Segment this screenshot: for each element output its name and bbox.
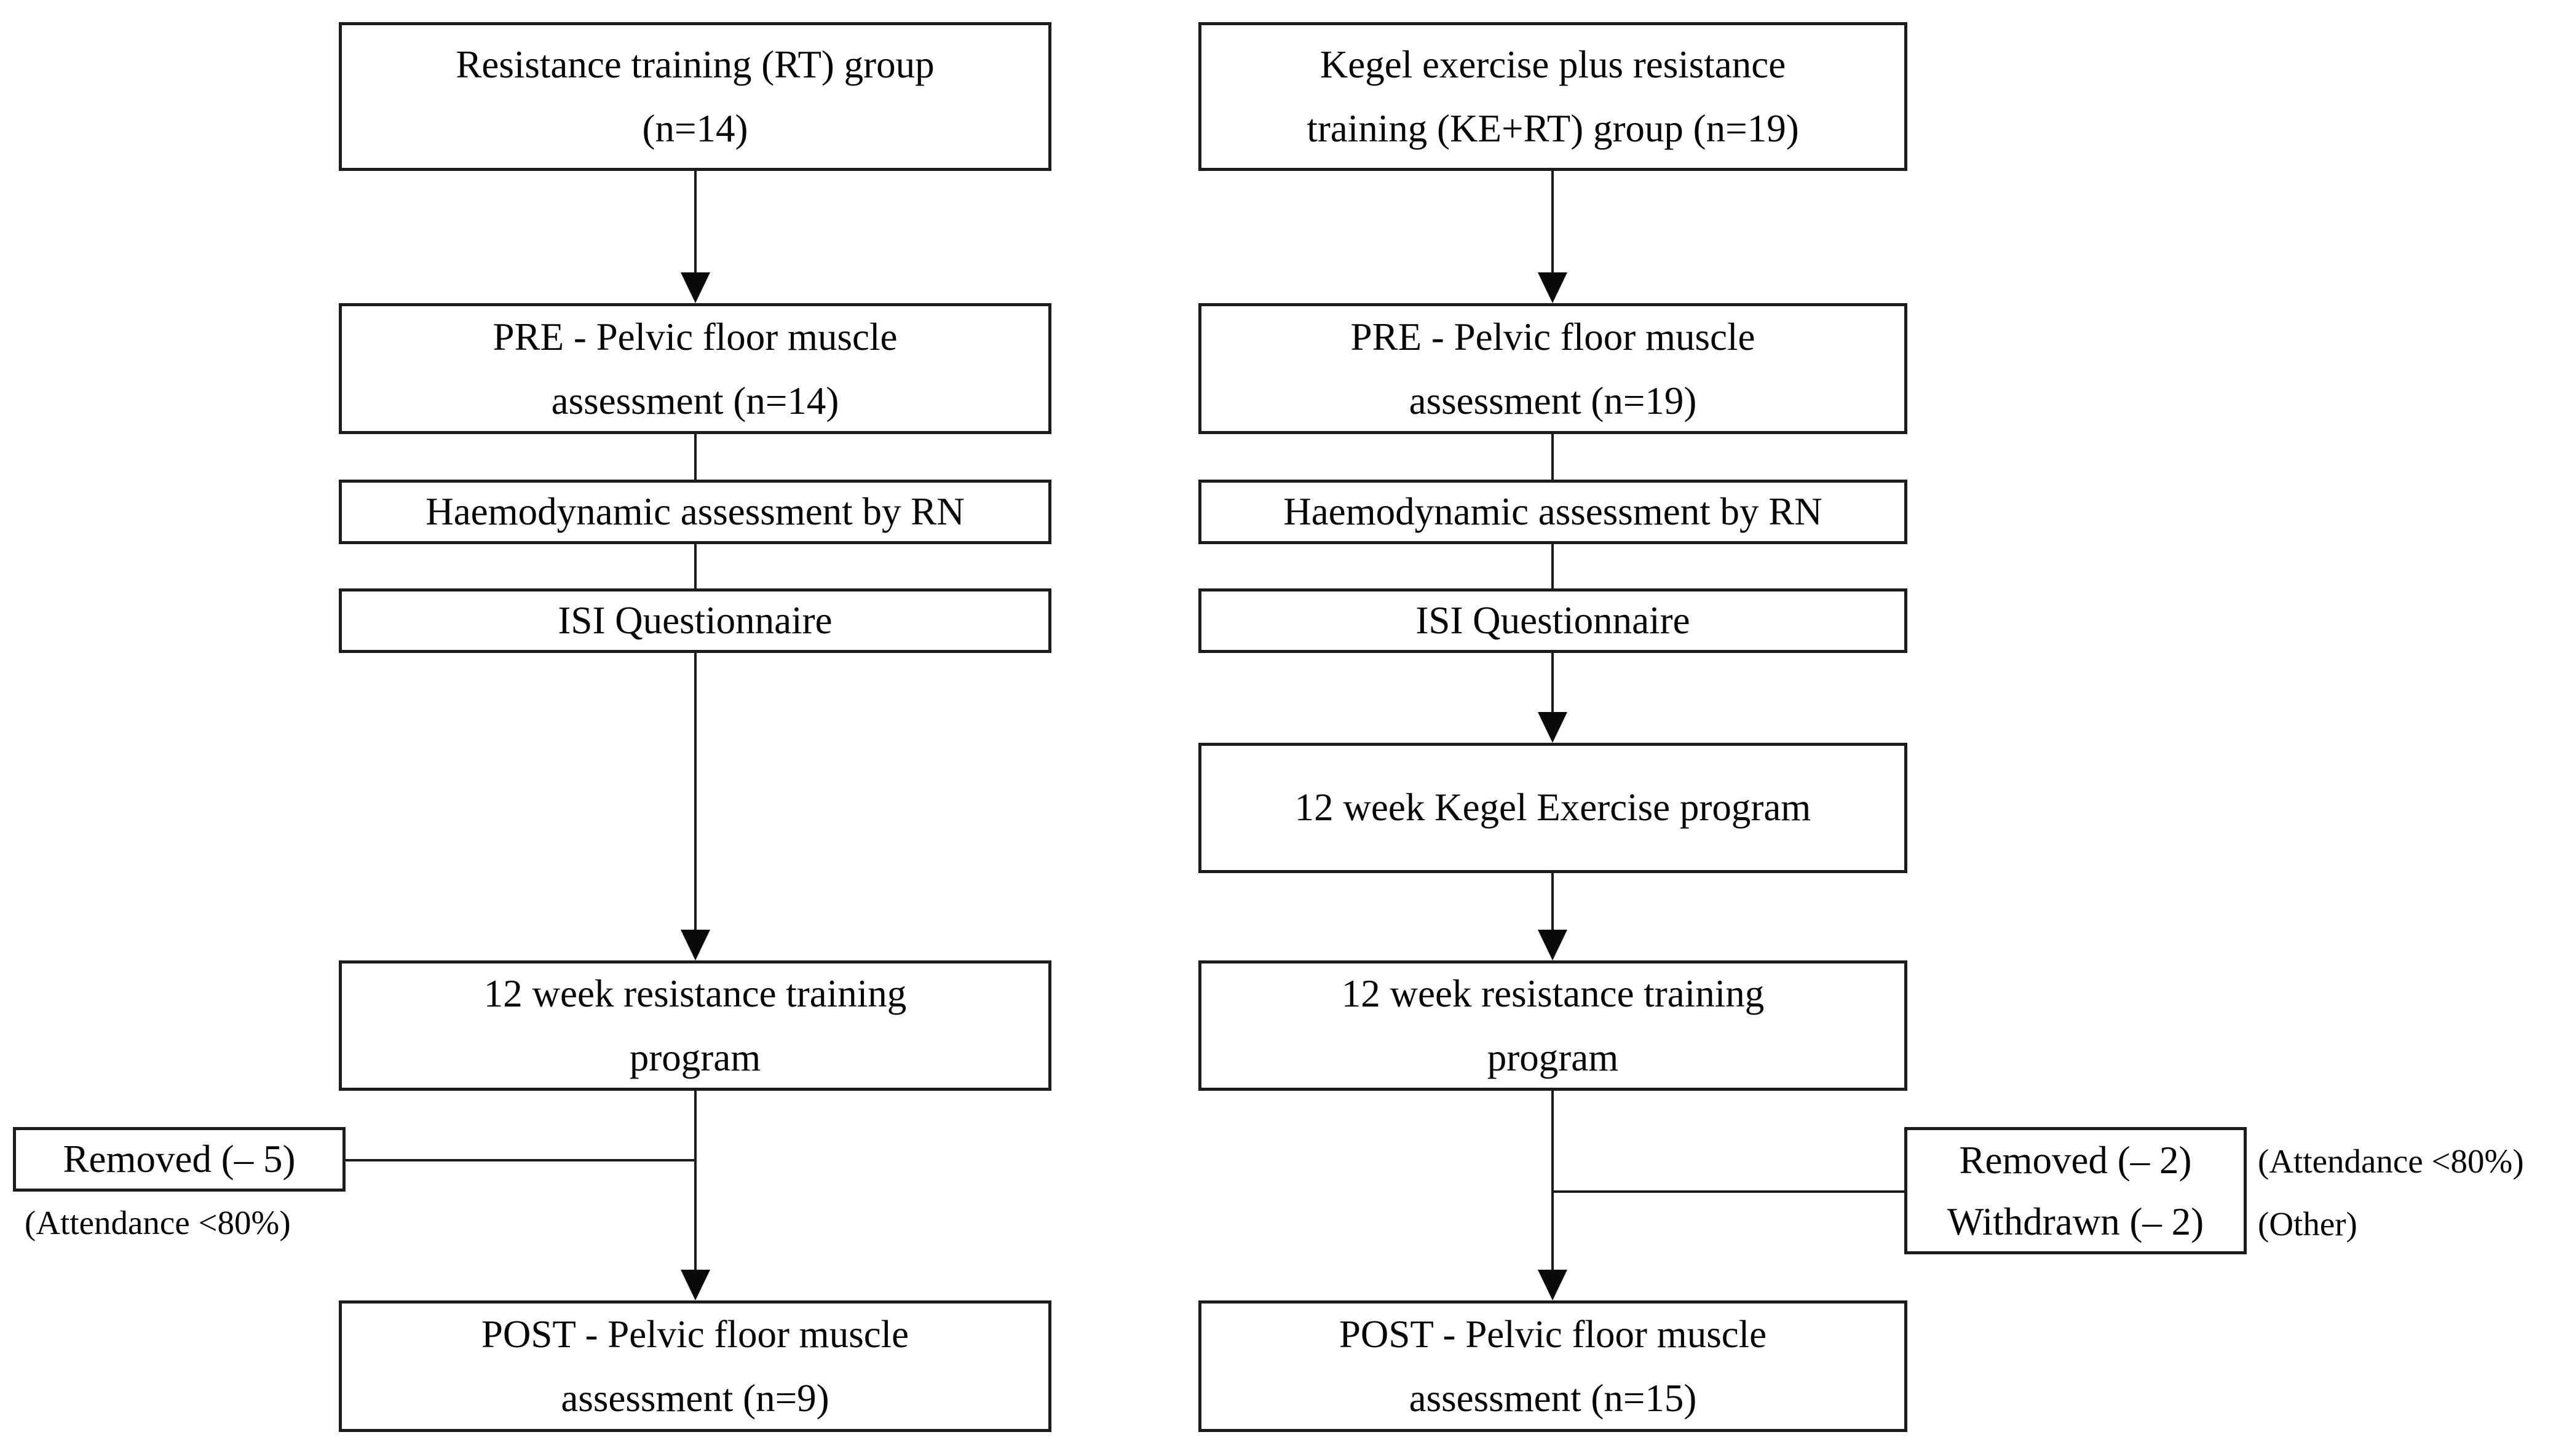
kert-connector-3 xyxy=(1551,544,1554,588)
rt-post-assessment-box: POST - Pelvic floor muscle assessment (n… xyxy=(339,1300,1051,1432)
kert-pre-assessment-box: PRE - Pelvic floor muscle assessment (n=… xyxy=(1198,303,1907,434)
box-text-line: (n=14) xyxy=(642,107,748,150)
box-text-line: POST - Pelvic floor muscle xyxy=(1339,1313,1767,1356)
kert-post-assessment-box: POST - Pelvic floor muscle assessment (n… xyxy=(1198,1300,1907,1432)
box-text-line: program xyxy=(629,1036,761,1079)
kert-connector-4 xyxy=(1551,653,1554,713)
arrow-down-icon xyxy=(1538,1270,1567,1300)
arrow-down-icon xyxy=(1538,930,1567,960)
kert-isi-questionnaire-box: ISI Questionnaire xyxy=(1198,588,1907,653)
box-text-line: 12 week resistance training xyxy=(1341,972,1765,1015)
box-text-line: ISI Questionnaire xyxy=(1415,598,1690,642)
rt-group-box: Resistance training (RT) group (n=14) xyxy=(339,22,1051,171)
kert-kegel-program-box: 12 week Kegel Exercise program xyxy=(1198,743,1907,873)
box-text-line: Haemodynamic assessment by RN xyxy=(425,489,965,533)
box-text-line: 12 week Kegel Exercise program xyxy=(1294,786,1811,829)
arrow-down-icon xyxy=(681,930,710,960)
box-text-line: assessment (n=14) xyxy=(551,379,839,422)
kert-rt-program-box: 12 week resistance training program xyxy=(1198,960,1907,1091)
rt-pre-assessment-box: PRE - Pelvic floor muscle assessment (n=… xyxy=(339,303,1051,434)
kert-removed-box: Removed (– 2) Withdrawn (– 2) xyxy=(1904,1127,2247,1254)
box-text-line: Kegel exercise plus resistance xyxy=(1320,43,1786,86)
kert-connector-2 xyxy=(1551,434,1554,480)
box-text-line: program xyxy=(1487,1036,1619,1079)
box-text-line: assessment (n=19) xyxy=(1409,379,1697,422)
box-text-line: Removed (– 2) xyxy=(1959,1138,2192,1182)
rt-connector-1 xyxy=(694,171,697,274)
rt-connector-2 xyxy=(694,434,697,480)
rt-removed-branch-line xyxy=(346,1159,695,1161)
kert-connector-1 xyxy=(1551,171,1554,274)
arrow-down-icon xyxy=(681,272,710,303)
kert-removed-note-other: (Other) xyxy=(2258,1205,2357,1243)
kert-connector-6 xyxy=(1551,1091,1554,1270)
arrow-down-icon xyxy=(681,1270,710,1300)
box-text-line: Resistance training (RT) group xyxy=(456,43,935,86)
box-text-line: POST - Pelvic floor muscle xyxy=(481,1313,909,1356)
rt-program-box: 12 week resistance training program xyxy=(339,960,1051,1091)
rt-connector-3 xyxy=(694,544,697,588)
arrow-down-icon xyxy=(1538,272,1567,303)
arrow-down-icon xyxy=(1538,712,1567,743)
kert-removed-note-attendance: (Attendance <80%) xyxy=(2258,1142,2524,1180)
rt-isi-questionnaire-box: ISI Questionnaire xyxy=(339,588,1051,653)
kert-removed-branch-line xyxy=(1551,1190,1904,1193)
rt-removed-box: Removed (– 5) xyxy=(13,1127,346,1192)
kert-connector-5 xyxy=(1551,873,1554,931)
kert-group-box: Kegel exercise plus resistance training … xyxy=(1198,22,1907,171)
rt-connector-5 xyxy=(694,1091,697,1270)
box-text-line: Withdrawn (– 2) xyxy=(1947,1200,2204,1243)
kert-haemodynamic-box: Haemodynamic assessment by RN xyxy=(1198,480,1907,544)
box-text-line: Haemodynamic assessment by RN xyxy=(1283,489,1822,533)
box-text-line: training (KE+RT) group (n=19) xyxy=(1307,107,1799,150)
rt-connector-4 xyxy=(694,653,697,931)
box-text-line: PRE - Pelvic floor muscle xyxy=(493,315,898,358)
box-text-line: 12 week resistance training xyxy=(483,972,907,1015)
rt-haemodynamic-box: Haemodynamic assessment by RN xyxy=(339,480,1051,544)
rt-removed-note: (Attendance <80%) xyxy=(25,1204,291,1241)
box-text-line: assessment (n=9) xyxy=(561,1377,829,1420)
box-text-line: Removed (– 5) xyxy=(63,1137,296,1181)
box-text-line: assessment (n=15) xyxy=(1409,1377,1697,1420)
box-text-line: PRE - Pelvic floor muscle xyxy=(1350,315,1755,358)
box-text-line: ISI Questionnaire xyxy=(558,598,833,642)
